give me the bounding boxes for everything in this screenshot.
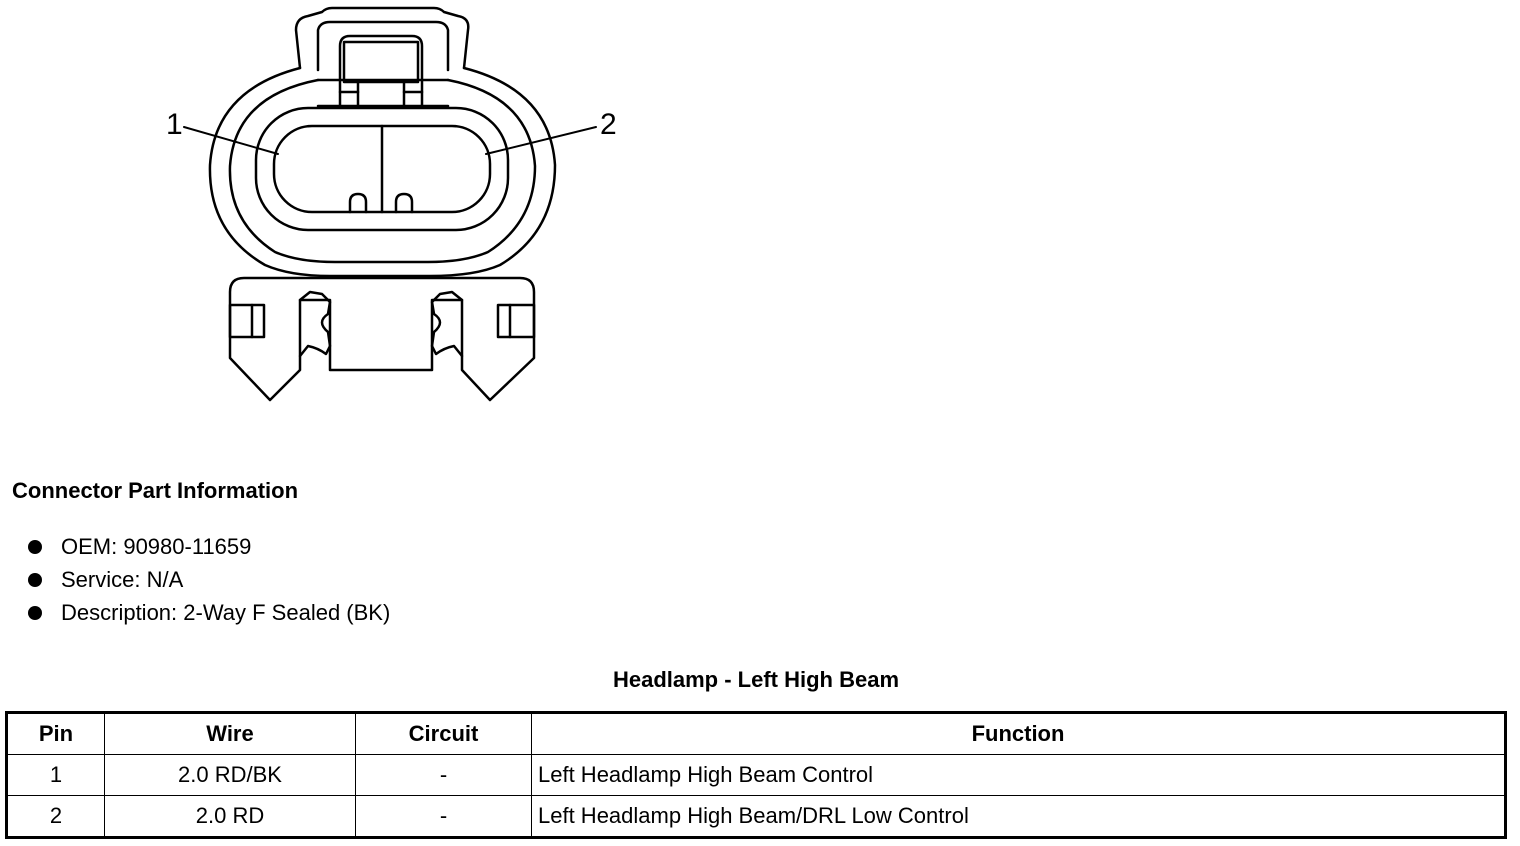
bullet-icon [28,605,42,620]
clip-spring-left [298,290,332,358]
list-item: Description: 2-Way F Sealed (BK) [28,596,390,629]
connector-info-heading: Connector Part Information [12,478,299,503]
table-header-row: Pin Wire Circuit Function [6,712,1506,755]
connector-info-list: OEM: 90980-11659 Service: N/A Descriptio… [28,530,390,629]
clip-slot-left [228,303,266,339]
service-part-number: Service: N/A [61,567,184,592]
table-title: Headlamp - Left High Beam [612,667,900,692]
cavity-outer [254,106,510,232]
cell-pin: 1 [6,754,105,796]
header-pin: Pin [6,712,105,755]
cell-wire: 2.0 RD/BK [104,754,356,796]
latch-tab [294,6,470,70]
table-row: 2 2.0 RD - Left Headlamp High Beam/DRL L… [6,795,1506,838]
cell-pin: 2 [6,795,105,838]
terminal-key-1 [348,192,368,214]
bullet-icon [28,539,42,554]
latch-inner [316,20,450,72]
pin-label-1: 1 [166,108,183,141]
connector-description: Description: 2-Way F Sealed (BK) [61,600,391,625]
oem-part-number: OEM: 90980-11659 [61,534,252,559]
list-item: OEM: 90980-11659 [28,530,390,563]
cell-circuit: - [355,795,532,838]
cell-function: Left Headlamp High Beam/DRL Low Control [531,795,1506,838]
pin-label-2: 2 [600,108,617,141]
pinout-table: Pin Wire Circuit Function 1 2.0 RD/BK - … [5,711,1507,839]
lower-clip [228,276,536,402]
cell-wire: 2.0 RD [104,795,356,838]
table-row: 1 2.0 RD/BK - Left Headlamp High Beam Co… [6,754,1506,796]
header-wire: Wire [104,712,356,755]
connector-inner-shell [228,78,537,264]
clip-slot-right [496,303,536,339]
cell-function: Left Headlamp High Beam Control [531,754,1506,796]
header-function: Function [531,712,1506,755]
header-circuit: Circuit [355,712,532,755]
latch-lock [338,34,424,108]
cell-circuit: - [355,754,532,796]
latch-window [342,40,420,84]
bullet-icon [28,572,42,587]
connector-diagram [183,6,597,402]
clip-spring-right [430,290,464,358]
leader-line-pin-2 [485,126,597,155]
connector-outer-shell [208,66,557,278]
list-item: Service: N/A [28,563,390,596]
leader-line-pin-1 [183,126,279,155]
terminal-key-2 [394,192,414,214]
